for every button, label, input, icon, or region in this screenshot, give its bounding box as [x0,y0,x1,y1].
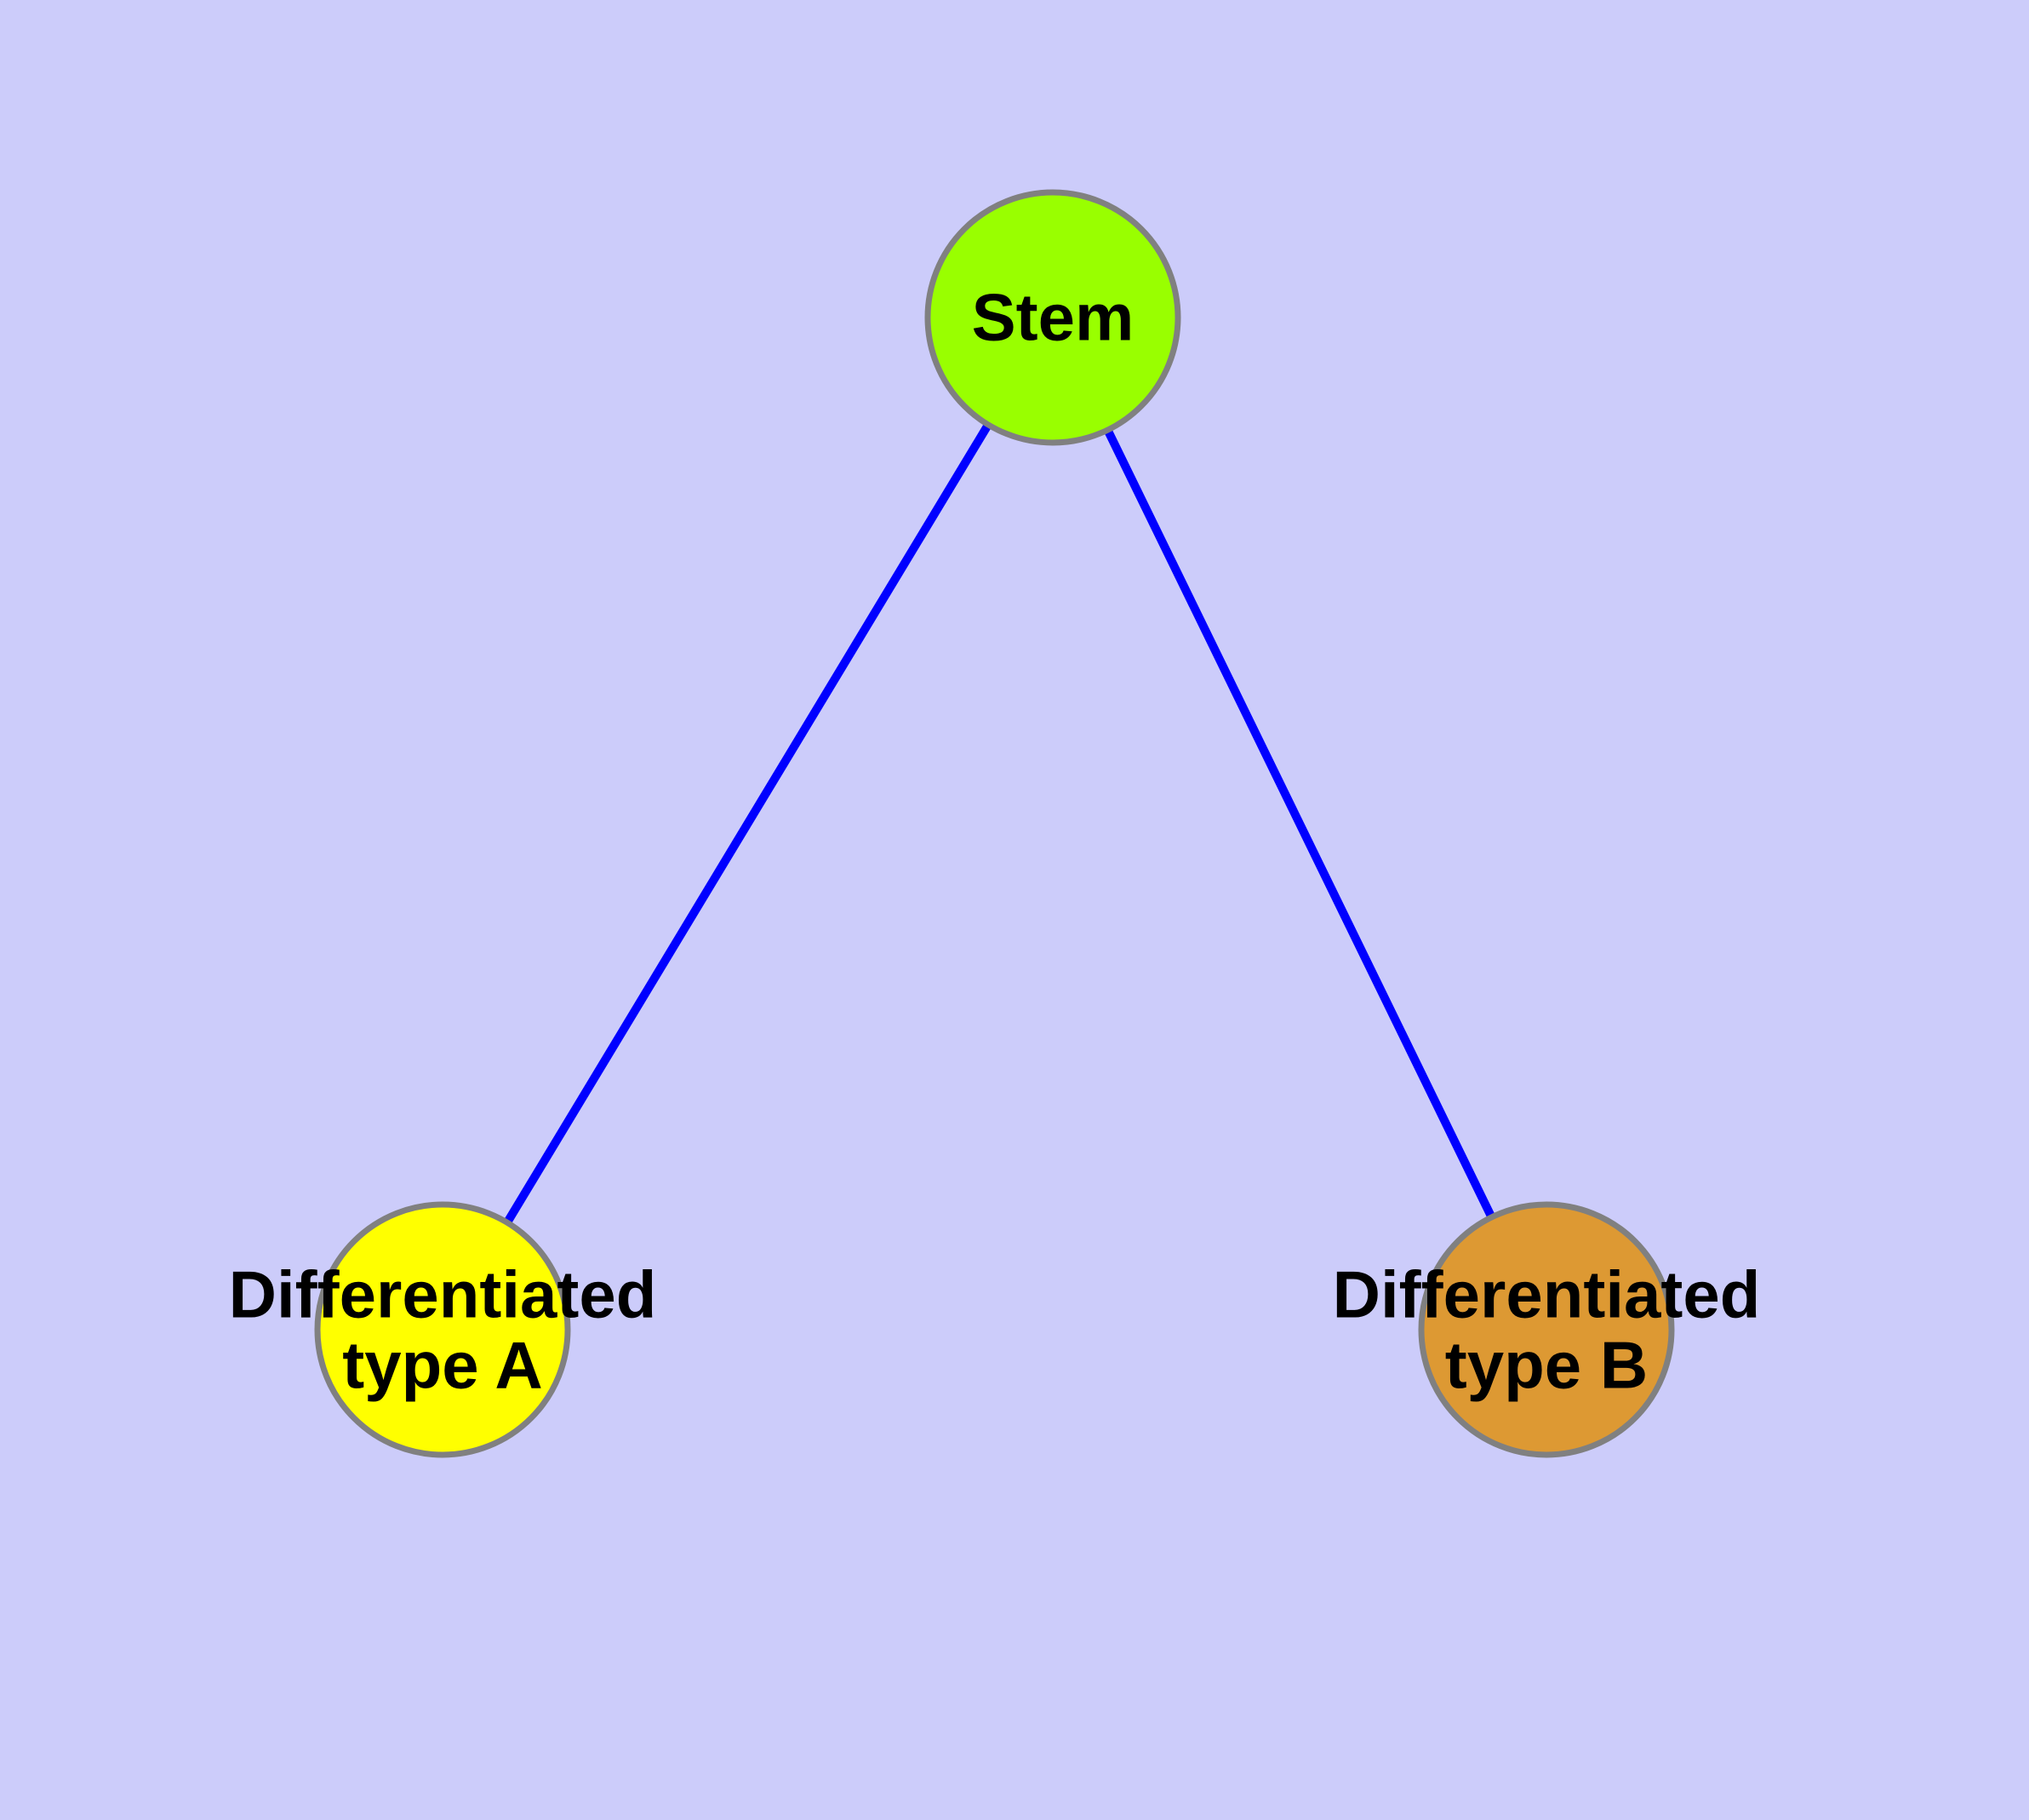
node-circle-diff-b[interactable] [1418,1201,1675,1458]
edge-stem-to-diff-b [1104,429,1495,1218]
node-layer [314,189,1675,1458]
edge-layer [504,424,1495,1223]
node-circle-diff-a[interactable] [314,1201,571,1458]
node-circle-stem[interactable] [924,189,1181,446]
edge-stem-to-diff-a [504,424,992,1223]
